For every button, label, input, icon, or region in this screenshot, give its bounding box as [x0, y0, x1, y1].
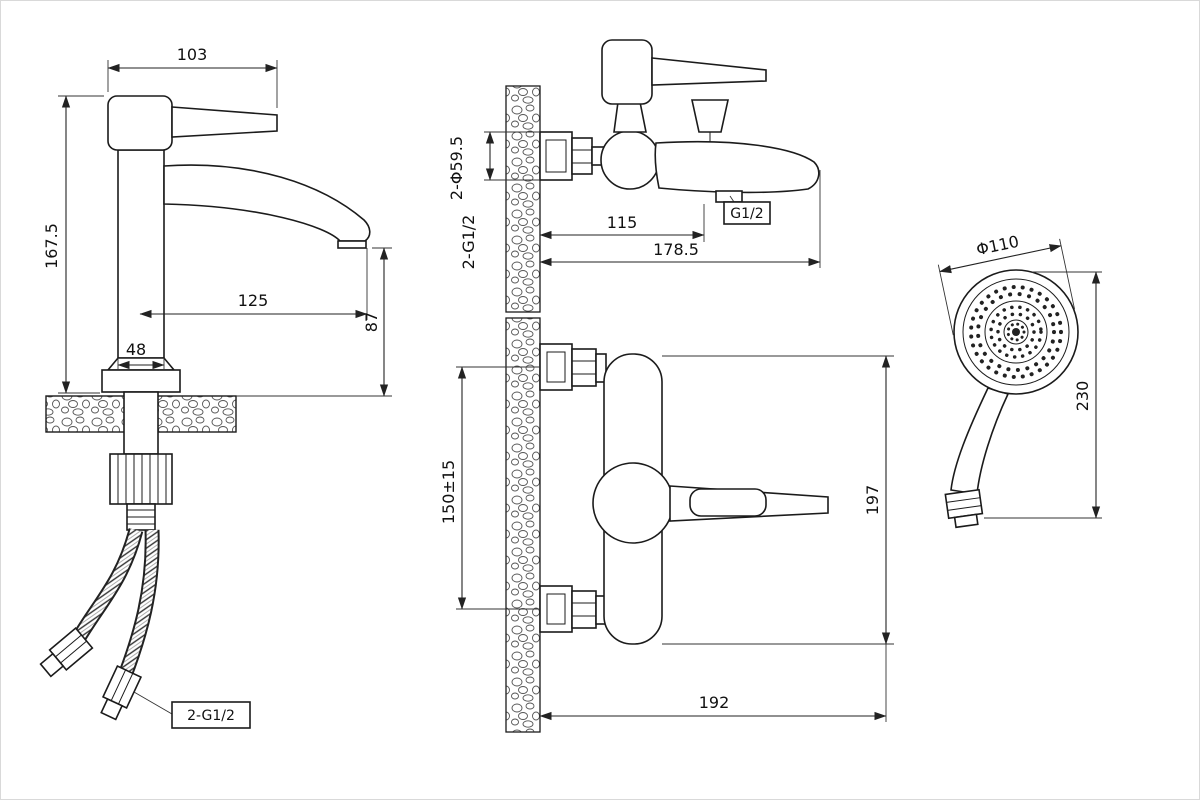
top-flange-inner — [546, 351, 566, 383]
eccentric-nut — [571, 137, 593, 175]
mixer-front-boss — [592, 462, 674, 544]
bottom-hex-nut — [571, 590, 597, 629]
hose-left-fitting — [39, 626, 94, 678]
basin-height-dimension: 167.5 — [42, 95, 104, 394]
hand-shower-view: Φ110 230 — [937, 232, 1102, 529]
side-outlet-thread-callout: G1/2 — [723, 195, 771, 225]
basin-spout-reach-label: 125 — [238, 291, 269, 310]
front-lever-grip — [689, 488, 767, 517]
front-inlet-spacing-label: 150±15 — [439, 460, 458, 524]
spout-outlet — [715, 190, 743, 203]
basin-thread-callout: 2-G1/2 — [133, 691, 251, 729]
handle-nipple — [953, 513, 979, 529]
top-flange — [539, 343, 573, 391]
hose-right-braid — [118, 529, 158, 680]
side-inlet-thread-label: 2-G1/2 — [459, 215, 478, 270]
supply-hoses — [39, 528, 160, 721]
basin-thread-label: 2-G1/2 — [187, 708, 235, 724]
side-hole-diameter-dimension: 2-Φ59.5 — [447, 131, 540, 200]
basin-handle-width-label: 103 — [177, 45, 208, 64]
spout-aerator — [337, 240, 367, 249]
basin-faucet-body — [101, 95, 371, 531]
side-hole-diameter-label: 2-Φ59.5 — [447, 136, 466, 200]
mixer-side-body — [539, 39, 820, 203]
side-total-depth-dimension: 178.5 — [539, 170, 821, 268]
head-center-dot — [1012, 328, 1020, 336]
basin-base-width-label: 48 — [126, 340, 146, 359]
lever-arm — [651, 57, 767, 86]
hose-left-braid — [69, 528, 142, 649]
front-inlet-spacing-dimension: 150±15 — [439, 366, 540, 610]
side-outlet-thread-label: G1/2 — [730, 206, 763, 222]
side-inlet-thread-callout: 2-G1/2 — [459, 215, 478, 270]
shower-head — [953, 269, 1079, 395]
basin-spout-height-dimension: 87 — [236, 247, 392, 397]
top-connector — [595, 353, 607, 383]
front-height-dimension: 197 — [662, 355, 894, 645]
shower-handle — [944, 387, 1010, 529]
shower-diameter-label: Φ110 — [975, 232, 1021, 260]
wall-flange — [539, 131, 573, 181]
base-plate — [101, 369, 181, 393]
shower-length-label: 230 — [1073, 381, 1092, 412]
lever-neck — [613, 101, 647, 133]
side-spout-reach-dimension: 115 — [539, 204, 705, 242]
bottom-flange-inner — [546, 593, 566, 625]
basin-base-width-dimension: 48 — [117, 340, 165, 370]
basin-handle-width-dimension: 103 — [107, 45, 278, 108]
basin-faucet-view: 103 167.5 125 87 48 2-G1/2 — [39, 45, 392, 729]
top-hex-nut — [571, 348, 597, 387]
shower-length-dimension: 230 — [984, 271, 1102, 519]
faucet-lever — [171, 106, 278, 138]
mounting-locknut — [109, 453, 173, 505]
bath-mixer-side-view: 2-Φ59.5 2-G1/2 115 178.5 G1/2 — [447, 39, 821, 313]
lever-block — [601, 39, 653, 105]
faucet-spout — [163, 164, 371, 242]
front-width-dimension: 192 — [539, 644, 887, 722]
basin-spout-reach-dimension: 125 — [139, 248, 368, 320]
front-height-label: 197 — [863, 485, 882, 516]
side-spout-reach-label: 115 — [607, 213, 638, 232]
faucet-column — [117, 149, 165, 359]
diverter-knob — [691, 99, 729, 133]
mixer-front-body — [539, 343, 829, 645]
basin-spout-height-label: 87 — [362, 312, 381, 332]
side-total-depth-label: 178.5 — [653, 240, 699, 259]
bottom-flange — [539, 585, 573, 633]
locknut-knurling — [117, 454, 167, 504]
wall-flange-inner — [545, 139, 567, 173]
tub-spout — [654, 140, 820, 194]
tail-threads — [127, 509, 155, 525]
hose-right-fitting — [100, 665, 143, 721]
wall-section-bottom — [505, 317, 541, 733]
mounting-shank — [123, 391, 159, 455]
basin-height-label: 167.5 — [42, 223, 61, 269]
bath-mixer-front-view: 150±15 197 192 — [439, 317, 894, 733]
mixer-body-circle — [600, 130, 660, 190]
faucet-handle-base — [107, 95, 173, 151]
front-width-label: 192 — [699, 693, 730, 712]
wall-section-top — [505, 85, 541, 313]
